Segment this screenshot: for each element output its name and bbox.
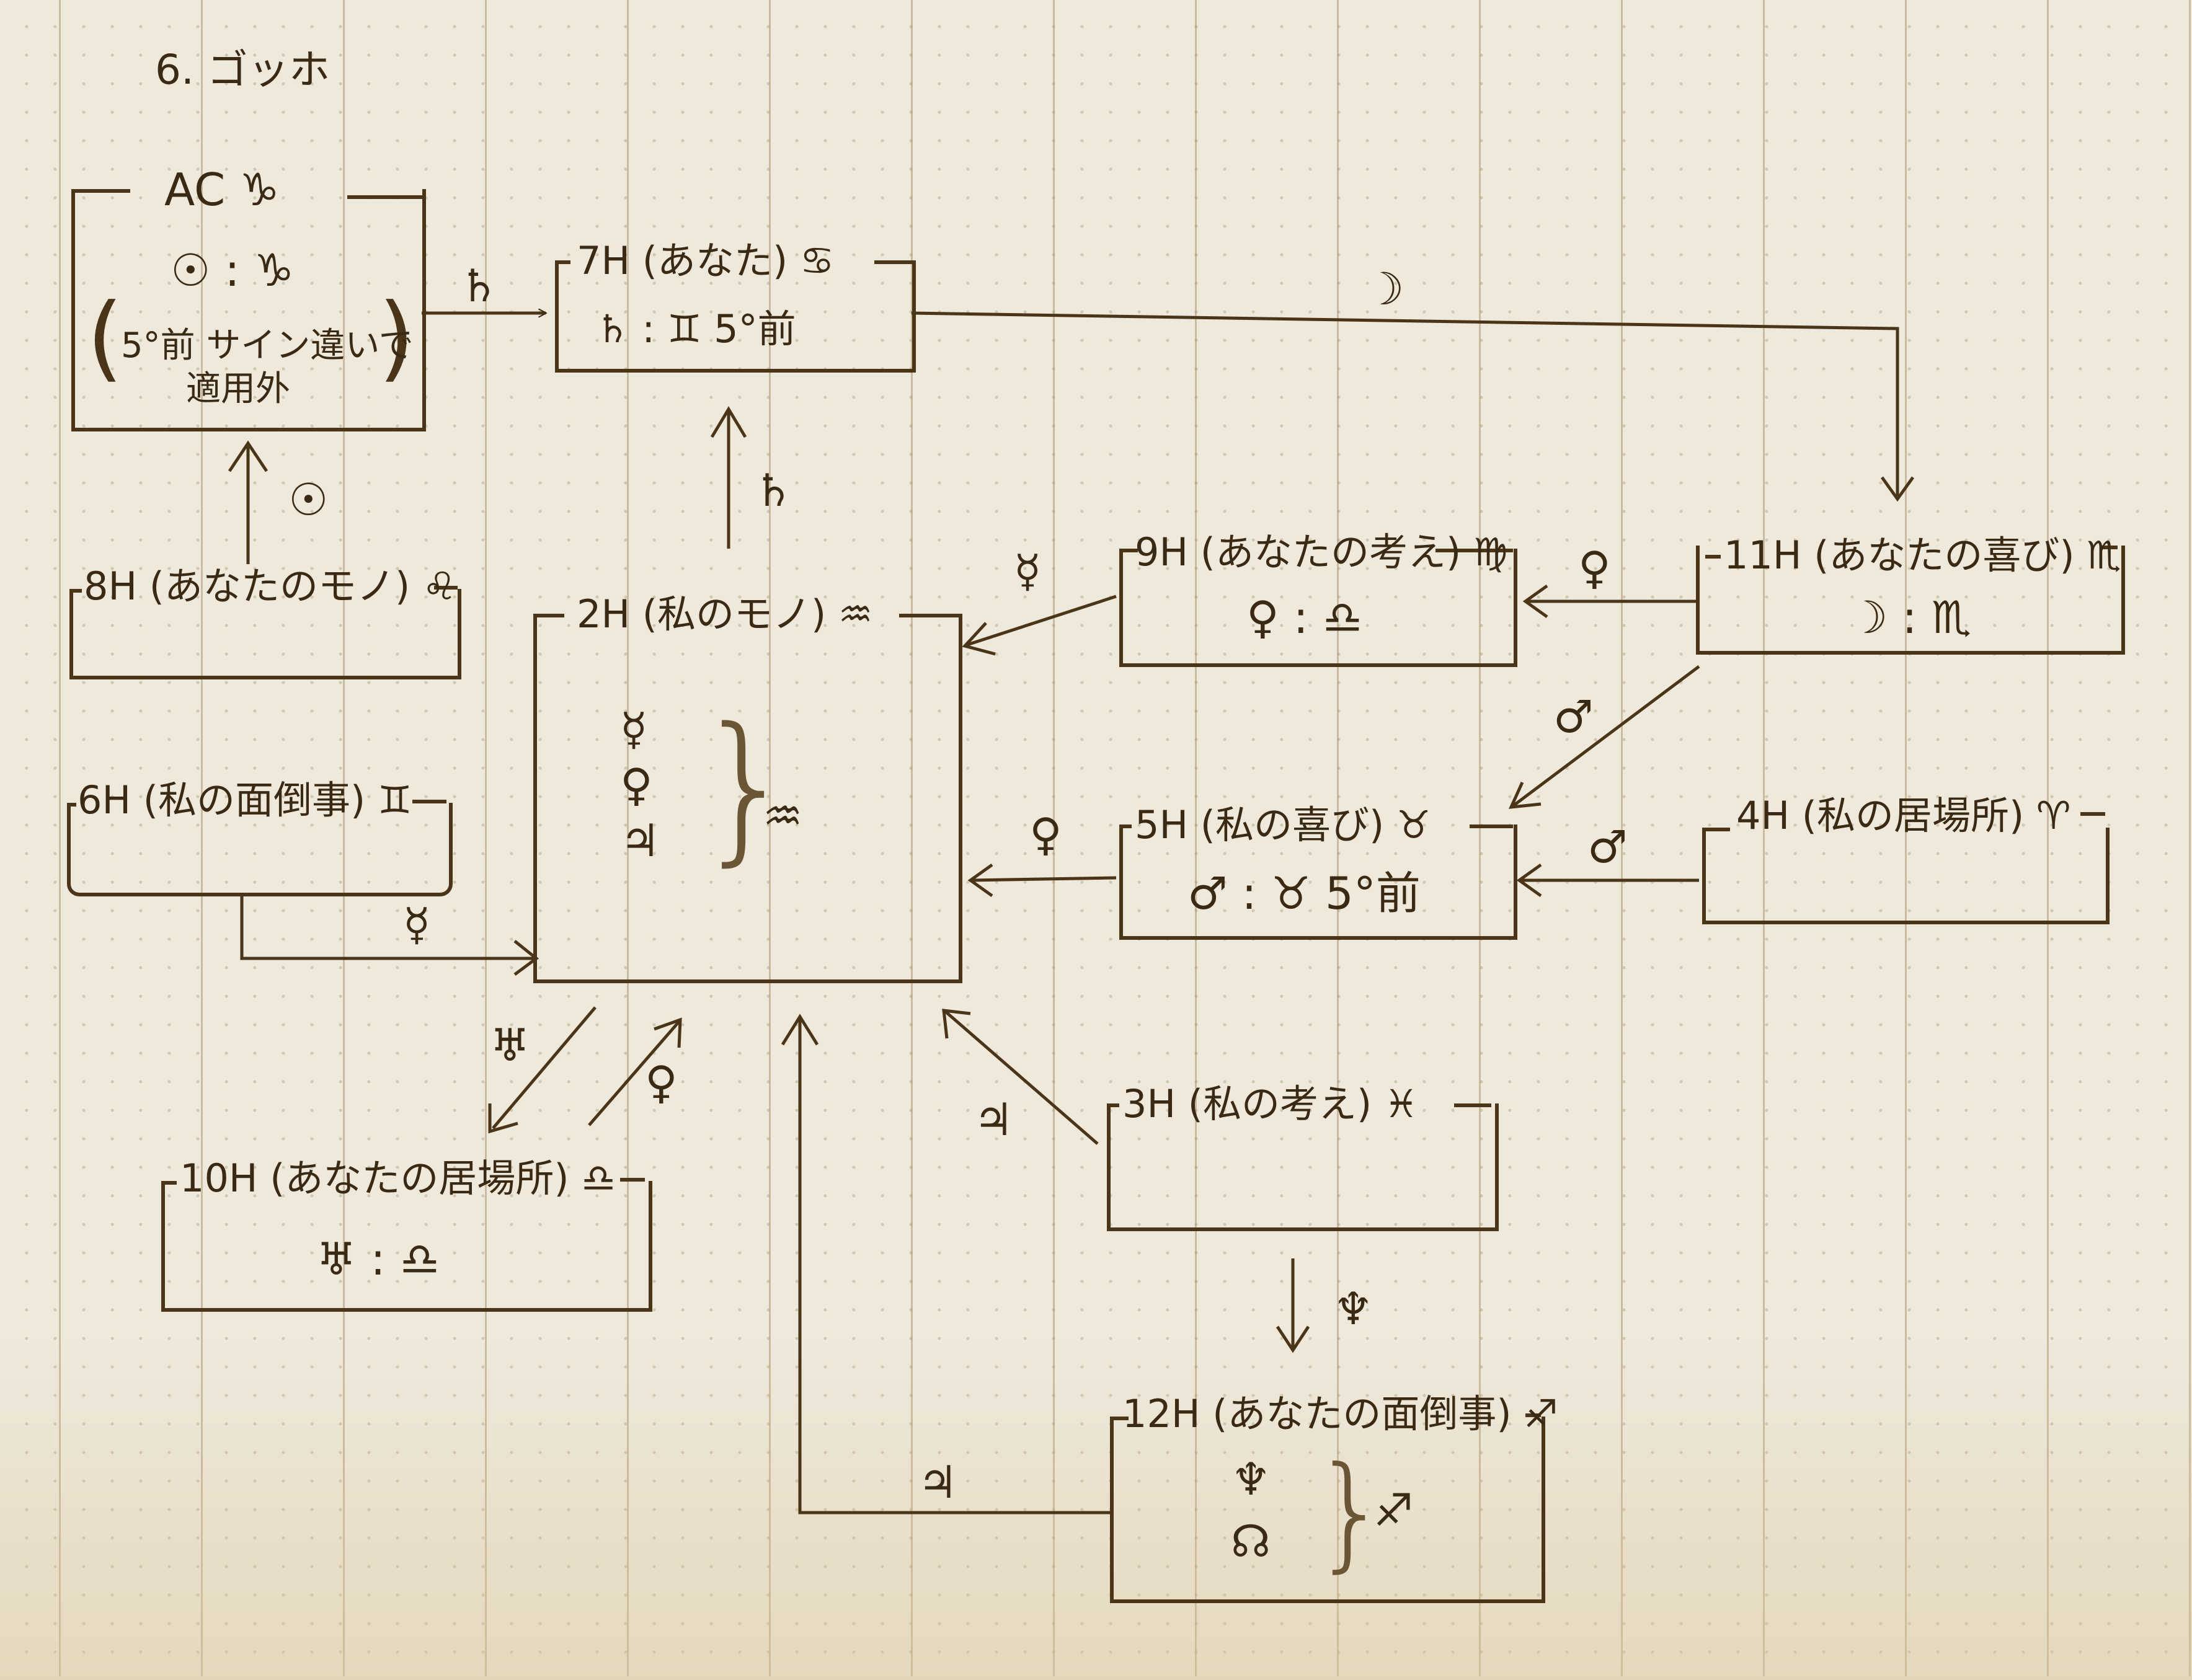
box-3h-top-right — [1454, 1103, 1491, 1107]
arrow-12h-to-2h — [798, 1020, 1110, 1514]
box-7h-title: 7H (あなた) ♋ — [577, 238, 835, 283]
box-2h-top-left — [533, 614, 564, 617]
box-2h-sign: ♒ — [763, 790, 803, 842]
box-ac-title: AC ♑ — [164, 164, 280, 216]
box-6h — [67, 803, 453, 896]
arrow-label-11h-to-5h: ♂ — [1553, 691, 1594, 743]
arrow-label-2h-to-7h: ♄ — [753, 464, 794, 516]
arrow-label-12h-to-2h: ♃ — [918, 1456, 958, 1508]
box-ac — [71, 189, 426, 431]
box-4h-top-left — [1702, 828, 1730, 831]
box-9h-title: 9H (あなたの考え) ♍ — [1135, 529, 1508, 575]
box-12h — [1110, 1417, 1545, 1603]
arrow-label-4h-to-5h: ♂ — [1587, 821, 1628, 873]
arrow-label-5h-to-2h: ♀ — [1029, 808, 1062, 860]
box-6h-title: 6H (私の面倒事) ♊ — [78, 777, 412, 823]
box-12h-planet-neptune: ♆ — [1231, 1453, 1271, 1505]
arrow-label-ac-to-7h: ♄ — [459, 260, 499, 312]
box-5h-body: ♂ : ♉ 5°前 — [1187, 867, 1421, 919]
page-title: 6. ゴッホ — [155, 46, 330, 94]
box-5h-title: 5H (私の喜び) ♉ — [1135, 802, 1431, 847]
box-8h-top-left — [69, 589, 82, 593]
box-9h-top-left — [1119, 549, 1138, 552]
box-5h-top-left — [1119, 825, 1132, 828]
arrow-label-3h-to-2h: ♃ — [974, 1094, 1014, 1146]
box-12h-top-right — [1525, 1413, 1541, 1417]
box-9h — [1119, 549, 1517, 667]
box-ac-note2: 適用外 — [186, 369, 290, 409]
box-11h-body: ☽ : ♏ — [1848, 591, 1972, 643]
box-ac-note1: 5°前 サイン違いで — [121, 325, 414, 366]
box-8h-title: 8H (あなたのモノ) ♌ — [84, 564, 457, 609]
arrow-3h-to-2h — [944, 1010, 1099, 1145]
arrow-6h-to-2h — [240, 896, 533, 960]
box-7h-top-left — [555, 260, 570, 264]
box-11h-title: 11H (あなたの喜び) ♏ — [1724, 533, 2121, 578]
arrow-9h-to-2h — [967, 595, 1117, 647]
arrow-label-2h-to-10h: ♅ — [490, 1019, 530, 1071]
arrow-label-6h-to-2h: ☿ — [403, 898, 431, 950]
box-2h-planet-mercury: ☿ — [620, 703, 648, 755]
box-11h-top-right — [2102, 546, 2118, 549]
box-10h-top-right — [620, 1178, 645, 1182]
paren-left: ( — [87, 284, 123, 392]
box-ac-top-right — [347, 195, 422, 199]
box-7h — [555, 260, 916, 373]
box-8h-top-right — [434, 586, 458, 590]
arrow-label-7h-to-11h: ☽ — [1364, 263, 1404, 315]
box-7h-top-right — [874, 260, 912, 264]
box-12h-planet-node: ☊ — [1231, 1515, 1271, 1567]
arrow-label-8h-to-ac: ☉ — [288, 474, 329, 526]
box-11h-top-left — [1705, 555, 1721, 559]
box-ac-sun-line: ☉ : ♑ — [171, 244, 295, 296]
arrow-2h-to-10h — [492, 1006, 597, 1130]
box-12h-sign: ♐ — [1373, 1484, 1414, 1536]
box-6h-top-right — [412, 800, 446, 803]
box-4h — [1702, 828, 2110, 924]
brace-2h: } — [694, 694, 797, 881]
arrow-label-3h-to-12h: ♆ — [1333, 1283, 1373, 1335]
box-8h — [69, 589, 461, 679]
arrow-11h-to-5h — [1512, 665, 1700, 807]
box-10h-title: 10H (あなたの居場所) ♎ — [180, 1156, 616, 1201]
box-5h-top-right — [1470, 825, 1513, 828]
box-12h-top-left — [1110, 1417, 1129, 1420]
arrow-5h-to-2h — [970, 876, 1117, 882]
box-3h — [1107, 1103, 1499, 1231]
box-ac-top-left — [71, 189, 130, 193]
box-3h-top-left — [1107, 1103, 1119, 1107]
box-10h-body: ♅ : ♎ — [316, 1233, 440, 1285]
box-2h-planet-venus: ♀ — [620, 759, 653, 811]
arrow-label-10h-to-2h: ♀ — [645, 1056, 678, 1108]
arrow-label-11h-to-9h: ♀ — [1578, 542, 1611, 594]
box-7h-body: ♄ : ♊ 5°前 — [595, 306, 796, 351]
paren-right: ) — [378, 284, 415, 392]
box-10h — [161, 1181, 652, 1312]
box-2h-top-right — [899, 614, 959, 617]
paper-shadow — [0, 1333, 2192, 1680]
box-2h-title: 2H (私のモノ) ♒ — [577, 591, 873, 637]
box-9h-top-right — [1435, 549, 1513, 552]
box-12h-title: 12H (あなたの面倒事) ♐ — [1122, 1391, 1558, 1436]
box-2h — [533, 614, 962, 983]
arrow-7h-to-11h — [911, 311, 1899, 496]
box-6h-top-left — [67, 803, 76, 807]
box-5h — [1119, 825, 1517, 940]
box-4h-title: 4H (私の居場所) ♈ — [1736, 793, 2071, 838]
box-10h-top-left — [161, 1181, 177, 1185]
box-4h-top-right — [2080, 812, 2105, 816]
box-2h-planet-jupiter: ♃ — [620, 815, 660, 867]
arrow-10h-to-2h — [588, 1020, 680, 1126]
arrow-label-9h-to-2h: ☿ — [1014, 545, 1042, 597]
box-11h — [1696, 546, 2125, 655]
box-3h-title: 3H (私の考え) ♓ — [1122, 1081, 1419, 1126]
brace-12h: } — [1311, 1440, 1391, 1585]
box-9h-body: ♀ : ♎ — [1246, 591, 1363, 643]
